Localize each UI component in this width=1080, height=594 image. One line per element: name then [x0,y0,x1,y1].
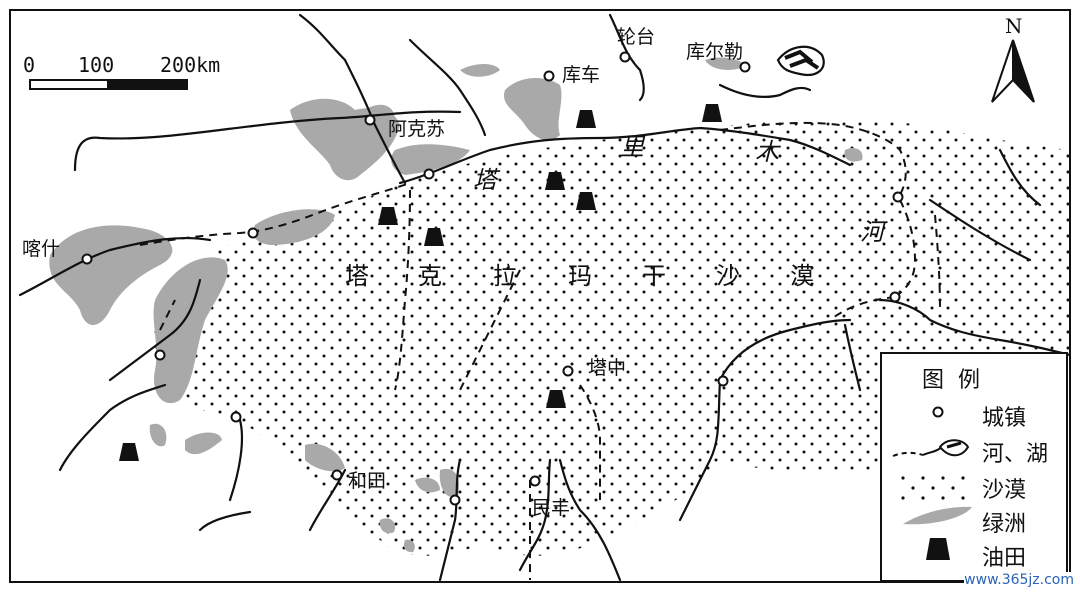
legend-title: 图例 [922,368,995,393]
desert-name-char-1: 塔 [345,262,369,290]
desert-area [150,118,1070,556]
legend-label: 绿洲 [982,512,1027,537]
towns [81,51,904,506]
city-label-korla: 库尔勒 [686,41,744,63]
legend-label: 河、湖 [982,442,1049,467]
legend-item-oasis: 绿洲 [882,504,1068,537]
desert-name-char-4: 玛 [568,262,592,290]
scale-label-200: 200km [160,53,221,77]
desert-name-char-3: 拉 [493,262,517,290]
scale-bar [29,79,188,90]
legend-label: 沙漠 [982,478,1027,503]
city-label-luntai: 轮台 [617,26,656,48]
seasonal-rivers [139,121,941,580]
north-label: N [1005,14,1023,38]
city-label-tazhong: 塔中 [588,357,627,379]
watermark: www.365jz.com [964,572,1074,588]
desert-name-char-6: 沙 [716,262,740,290]
river-name-char-2: 里 [620,133,644,161]
city-label-kashi: 喀什 [22,238,61,260]
river-name-char-4: 河 [860,218,884,246]
desert-name-char-2: 克 [418,262,442,290]
desert-name-char-7: 漠 [790,262,814,290]
city-label-hotan: 和田 [348,470,387,492]
desert-name-char-5: 干 [642,262,666,290]
map-legend: 图例 城镇 河、湖 沙漠 绿洲 油田 [880,352,1068,582]
legend-item-desert: 沙漠 [882,470,1068,503]
city-label-kuqa: 库车 [562,64,601,86]
legend-item-oilfield: 油田 [882,538,1068,571]
river-name-char-1: 塔 [473,166,497,194]
legend-item-town: 城镇 [882,398,1068,431]
legend-label: 油田 [982,546,1027,571]
river-name-char-3: 木 [755,138,779,166]
legend-item-river-lake: 河、湖 [882,434,1068,467]
scale-label-0: 0 [23,53,36,77]
legend-label: 城镇 [982,406,1027,431]
scale-label-100: 100 [78,53,115,77]
city-label-minfeng: 民丰 [532,497,571,519]
city-label-aksu: 阿克苏 [388,118,446,140]
oilfields [119,104,722,461]
north-arrow-icon [991,39,1035,103]
